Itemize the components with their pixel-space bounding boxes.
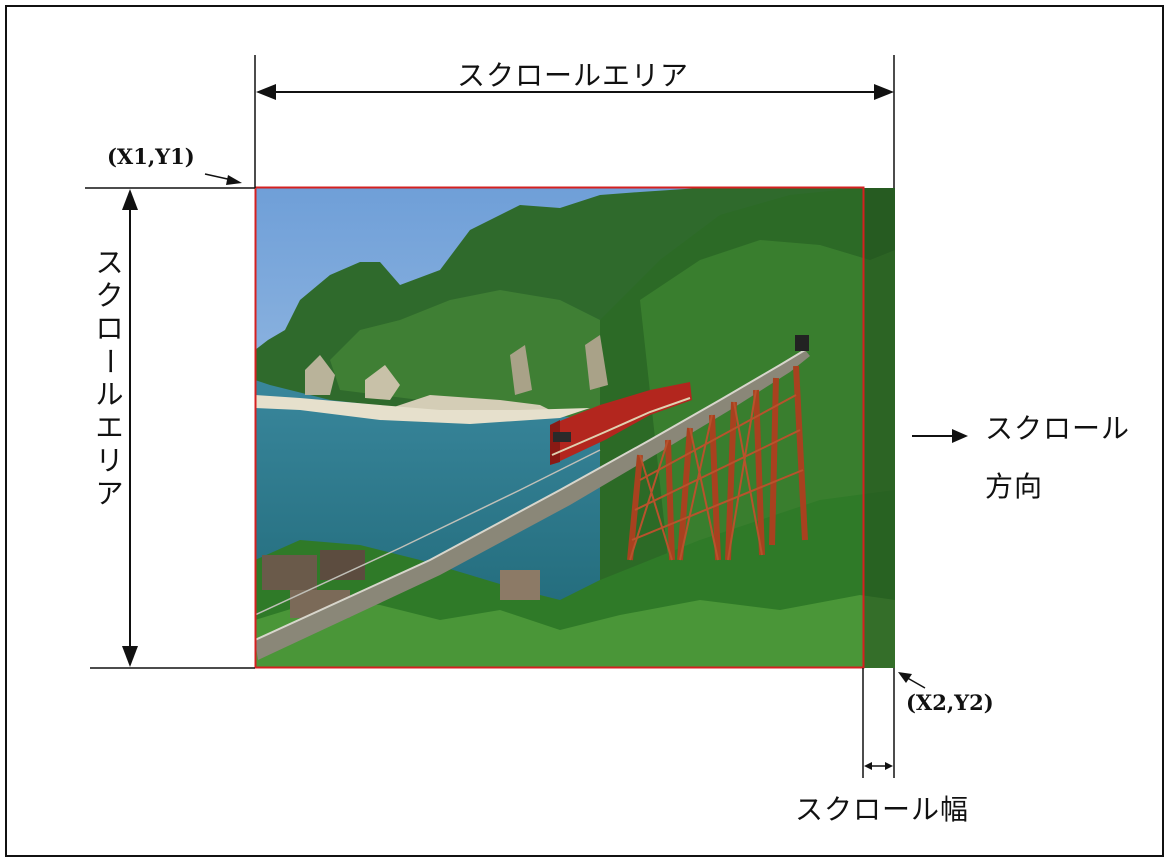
- scenery-photo: [255, 188, 895, 668]
- diagram-frame: [5, 5, 1164, 857]
- scroll-area-border: [254, 186, 865, 669]
- vertical-char: ル: [95, 378, 125, 411]
- top-left-coordinate-label: (X1,Y1): [107, 144, 195, 169]
- scroll-area-horizontal-label: スクロールエリア: [457, 59, 690, 92]
- guide-lines: [85, 55, 895, 778]
- scroll-area-vertical-label: ス ク ロ ー ル エ リ ア: [92, 246, 128, 510]
- vertical-char: ロ: [95, 312, 125, 345]
- horizontal-scroll-area-arrow: [256, 84, 894, 100]
- x2y2-pointer-arrow: [898, 672, 926, 689]
- vertical-scroll-area-arrow: [122, 189, 138, 667]
- scroll-width-arrow: [864, 762, 893, 770]
- bottom-right-coordinate-label: (X2,Y2): [906, 690, 994, 715]
- scroll-width-label: スクロール幅: [795, 793, 970, 826]
- vertical-char: ア: [95, 477, 125, 510]
- vertical-char: ス: [95, 246, 125, 279]
- scroll-direction-label: スクロール 方向: [985, 412, 1131, 503]
- vertical-char: ー: [93, 346, 127, 377]
- vertical-char: リ: [95, 444, 125, 477]
- vertical-char: ク: [95, 279, 125, 312]
- scroll-direction-arrow: [912, 429, 968, 443]
- x1y1-pointer-arrow: [204, 173, 242, 185]
- vertical-char: エ: [95, 411, 125, 444]
